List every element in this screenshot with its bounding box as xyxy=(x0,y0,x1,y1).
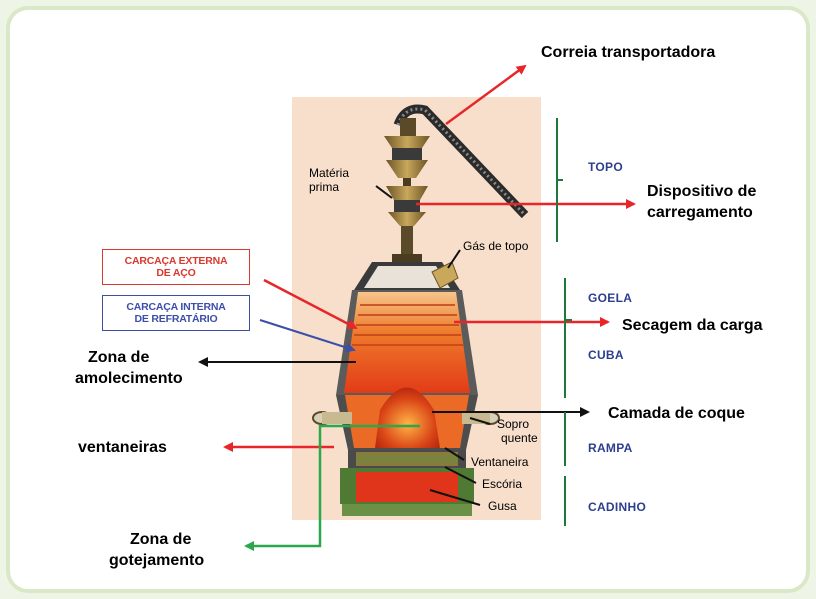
dripping-zone-label-line2: gotejamento xyxy=(109,551,204,570)
raw-material-label-line2: prima xyxy=(309,180,339,194)
charging-hoppers xyxy=(384,118,430,262)
outer-shell-line2: DE AÇO xyxy=(125,267,228,279)
pig-iron-label: Gusa xyxy=(488,499,517,513)
tuyere-label: Ventaneira xyxy=(471,455,528,469)
raw-material-label-line1: Matéria xyxy=(309,166,349,180)
loading-device-label-line2: carregamento xyxy=(647,203,753,222)
zone-bosh: RAMPA xyxy=(588,441,633,455)
inner-shell-line2: DE REFRATÁRIO xyxy=(126,313,225,325)
dripping-zone-label-line1: Zona de xyxy=(130,530,191,549)
zone-stack: CUBA xyxy=(588,348,624,362)
furnace-body xyxy=(336,262,478,516)
zone-throat: GOELA xyxy=(588,291,632,305)
zone-top: TOPO xyxy=(588,160,623,174)
inner-shell-line1: CARCAÇA INTERNA xyxy=(126,301,225,313)
blue-arrow xyxy=(260,320,354,350)
softening-zone-label-line2: amolecimento xyxy=(75,369,183,388)
hot-blast-label-line2: quente xyxy=(501,431,538,445)
tuyeres-label: ventaneiras xyxy=(78,438,167,457)
zone-hearth: CADINHO xyxy=(588,500,646,514)
softening-zone-label-line1: Zona de xyxy=(88,348,149,367)
drying-label: Secagem da carga xyxy=(622,316,763,335)
coke-layer-label: Camada de coque xyxy=(608,404,745,423)
outer-shell-line1: CARCAÇA EXTERNA xyxy=(125,255,228,267)
conveyor-label: Correia transportadora xyxy=(541,43,715,62)
loading-device-label-line1: Dispositivo de xyxy=(647,182,756,201)
slag-label: Escória xyxy=(482,477,522,491)
top-gas-label: Gás de topo xyxy=(463,239,528,253)
hot-blast-label-line1: Sopro xyxy=(497,417,529,431)
